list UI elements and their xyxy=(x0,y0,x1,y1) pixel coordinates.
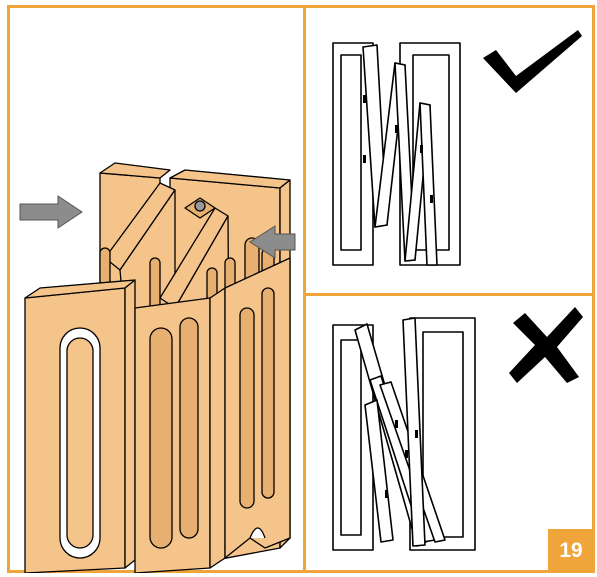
comparison-panel-frame xyxy=(305,5,595,573)
correct-configuration-diagram xyxy=(332,42,461,266)
vertical-divider xyxy=(303,5,306,573)
cross-icon xyxy=(509,307,583,383)
step-number-badge: 19 xyxy=(548,529,594,573)
push-arrow-left xyxy=(19,195,83,229)
checkmark-icon xyxy=(483,30,582,93)
horizontal-divider xyxy=(305,293,595,296)
assembly-illustration xyxy=(19,162,296,573)
push-arrow-right xyxy=(249,225,296,259)
wrong-configuration-diagram xyxy=(332,317,476,551)
